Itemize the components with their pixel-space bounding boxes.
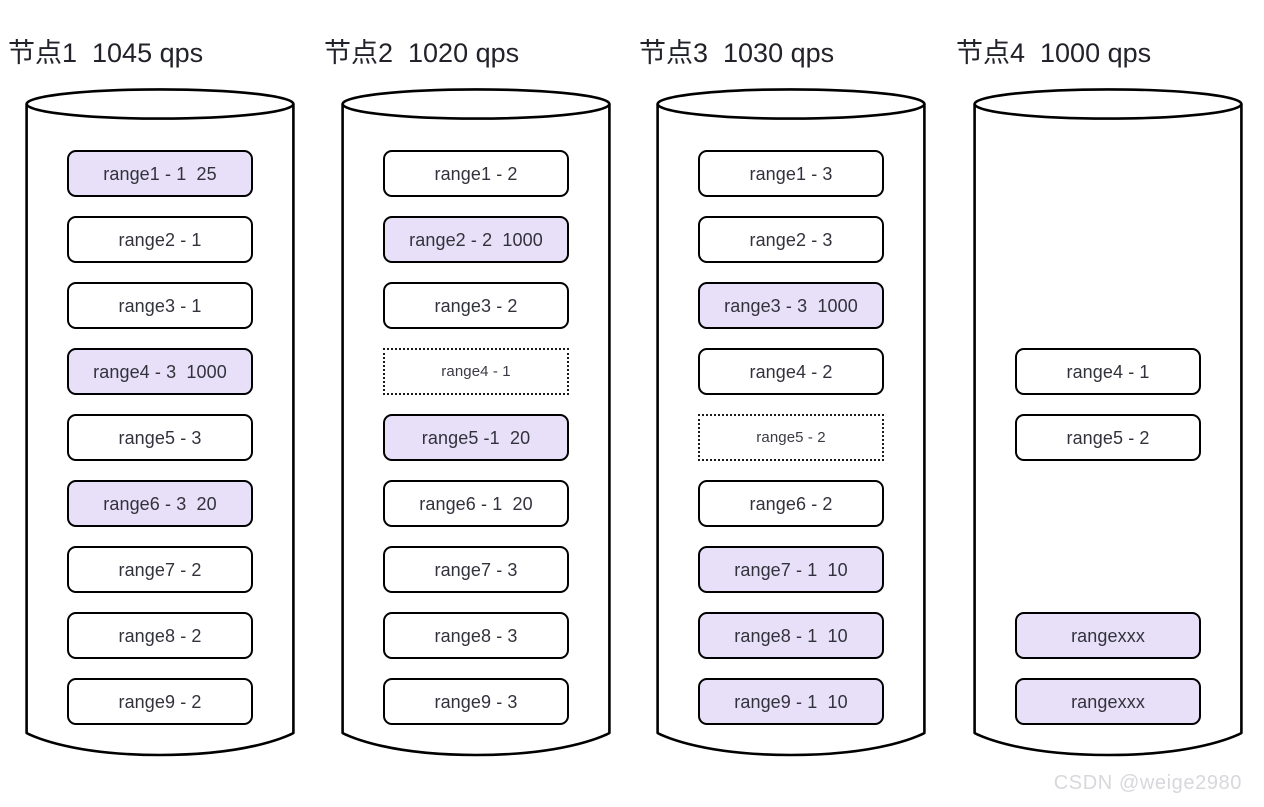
range-slot-empty: [1015, 216, 1201, 263]
range-box[interactable]: range5 - 2: [1015, 414, 1201, 461]
range-box[interactable]: range9 - 2: [67, 678, 253, 725]
range-box[interactable]: range3 - 2: [383, 282, 569, 329]
range-box[interactable]: rangexxx: [1015, 612, 1201, 659]
range-box[interactable]: range6 - 3 20: [67, 480, 253, 527]
range-box[interactable]: range1 - 1 25: [67, 150, 253, 197]
range-box[interactable]: range4 - 1: [1015, 348, 1201, 395]
range-box[interactable]: range7 - 2: [67, 546, 253, 593]
range-box[interactable]: range5 -1 20: [383, 414, 569, 461]
range-box[interactable]: range8 - 2: [67, 612, 253, 659]
range-box[interactable]: range2 - 3: [698, 216, 884, 263]
range-box[interactable]: range2 - 2 1000: [383, 216, 569, 263]
node-header-4: 节点4 1000 qps: [956, 38, 1152, 68]
range-box[interactable]: range7 - 3: [383, 546, 569, 593]
node-column-3: 节点3 1030 qps range1 - 3 range2 - 3 range3 -…: [631, 0, 947, 807]
range-stack-4: range4 - 1 range5 - 2 rangexxx rangexxx: [1015, 150, 1201, 744]
range-box[interactable]: range2 - 1: [67, 216, 253, 263]
range-box[interactable]: range8 - 1 10: [698, 612, 884, 659]
range-box[interactable]: range1 - 3: [698, 150, 884, 197]
range-box[interactable]: range7 - 1 10: [698, 546, 884, 593]
node-header-3: 节点3 1030 qps: [639, 38, 835, 68]
range-slot-empty: [1015, 282, 1201, 329]
range-box[interactable]: range1 - 2: [383, 150, 569, 197]
node-column-4: 节点4 1000 qps range4 - 1 range5 - 2 rangexxx…: [948, 0, 1264, 807]
range-box[interactable]: range4 - 3 1000: [67, 348, 253, 395]
range-stack-3: range1 - 3 range2 - 3 range3 - 3 1000 range…: [698, 150, 884, 744]
range-box[interactable]: range4 - 1: [383, 348, 569, 395]
range-slot-empty: [1015, 546, 1201, 593]
range-box[interactable]: range8 - 3: [383, 612, 569, 659]
range-box[interactable]: range3 - 1: [67, 282, 253, 329]
range-box[interactable]: range9 - 3: [383, 678, 569, 725]
range-box[interactable]: range6 - 1 20: [383, 480, 569, 527]
range-stack-1: range1 - 1 25 range2 - 1 range3 - 1 range4 …: [67, 150, 253, 744]
range-slot-empty: [1015, 150, 1201, 197]
range-box[interactable]: range5 - 2: [698, 414, 884, 461]
node-header-2: 节点2 1020 qps: [324, 38, 520, 68]
range-box[interactable]: range5 - 3: [67, 414, 253, 461]
range-box[interactable]: range4 - 2: [698, 348, 884, 395]
range-box[interactable]: range3 - 3 1000: [698, 282, 884, 329]
range-box[interactable]: rangexxx: [1015, 678, 1201, 725]
range-slot-empty: [1015, 480, 1201, 527]
node-header-1: 节点1 1045 qps: [8, 38, 204, 68]
range-box[interactable]: range6 - 2: [698, 480, 884, 527]
watermark: CSDN @weige2980: [1053, 772, 1242, 794]
range-box[interactable]: range9 - 1 10: [698, 678, 884, 725]
range-stack-2: range1 - 2 range2 - 2 1000 range3 - 2 range…: [383, 150, 569, 744]
